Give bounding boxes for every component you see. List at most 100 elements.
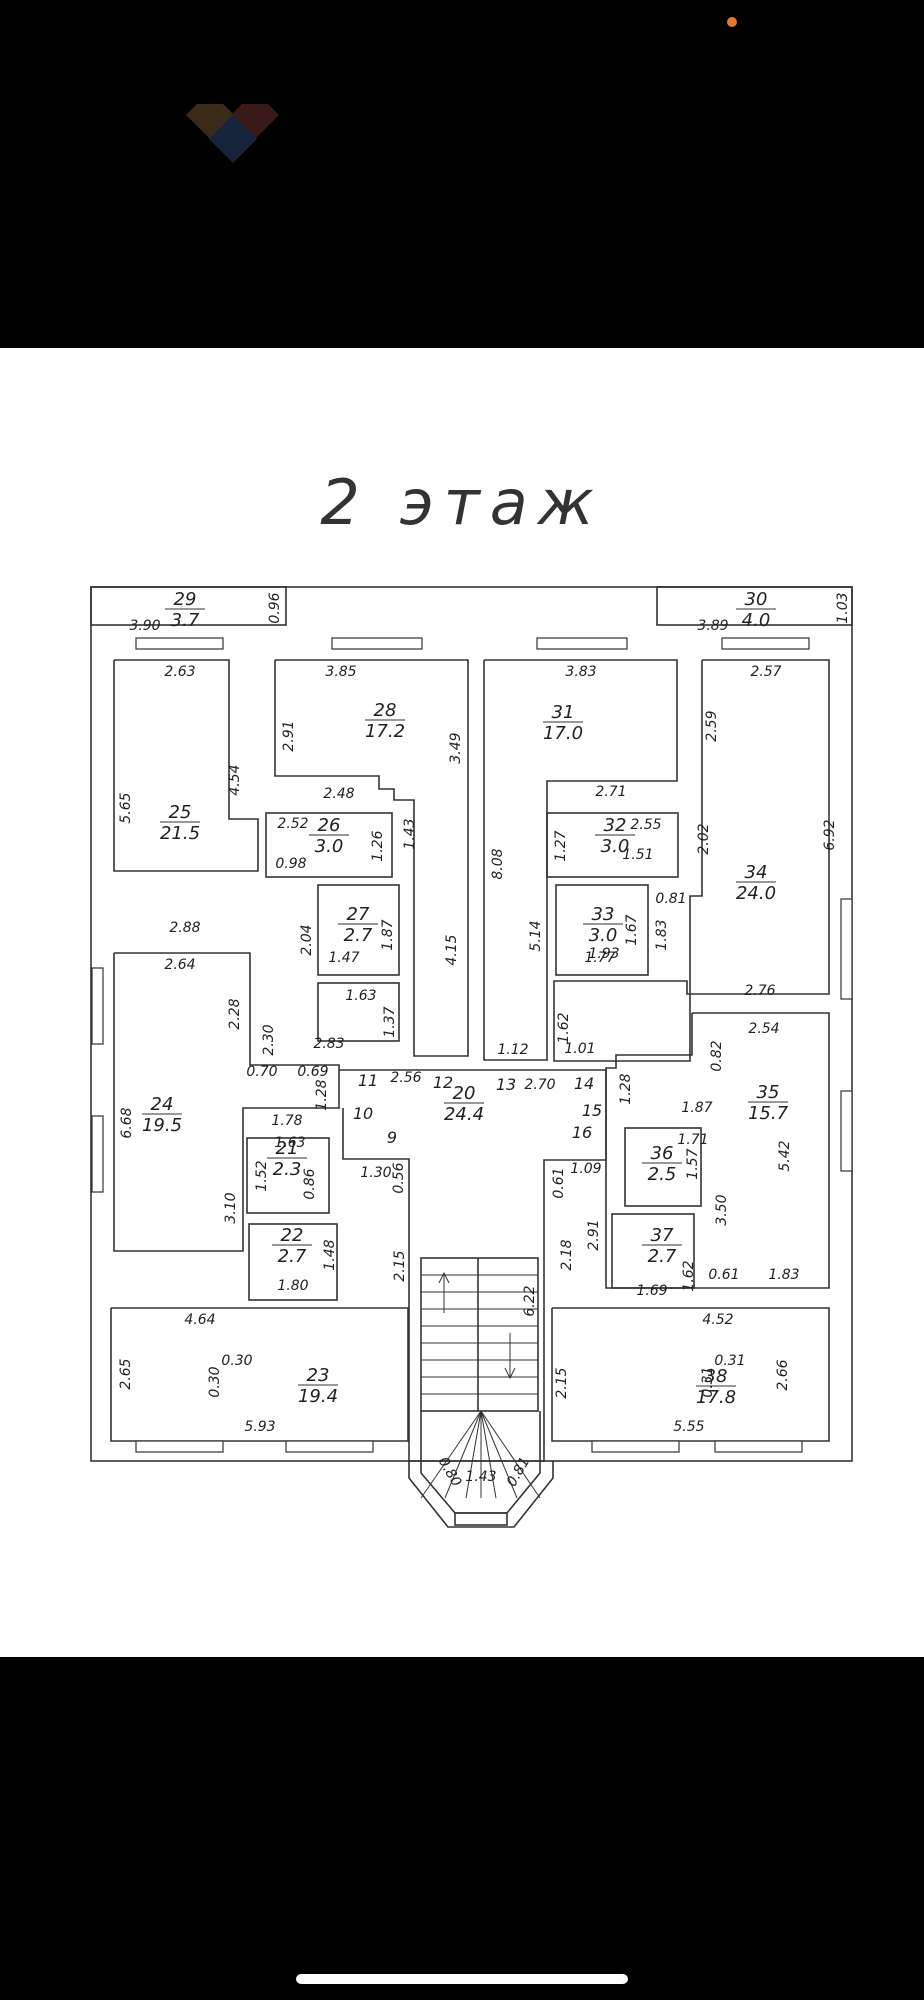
- dimension-label: 1.28: [314, 1079, 330, 1110]
- dimension-label: 1.27: [553, 830, 569, 861]
- dimension-label: 0.81: [504, 1455, 533, 1490]
- room-number: 20: [453, 1083, 476, 1104]
- dimension-label: 3.85: [325, 664, 356, 680]
- dimension-label: 1.93: [588, 946, 619, 962]
- space-number: 11: [358, 1071, 378, 1090]
- dimension-label: 2.28: [227, 998, 243, 1029]
- dimension-label: 1.52: [254, 1160, 270, 1191]
- space-number: 16: [572, 1123, 592, 1142]
- dimension-label: 1.62: [681, 1260, 697, 1291]
- dimension-label: 1.37: [382, 1006, 398, 1037]
- dimension-label: 4.54: [227, 764, 243, 795]
- dimension-label: 2.91: [281, 720, 297, 751]
- dimension-label: 1.67: [624, 914, 640, 945]
- room-21: 212.3: [267, 1138, 307, 1180]
- room-27: 272.7: [338, 904, 378, 946]
- dimension-label: 3.89: [697, 618, 728, 634]
- dimension-label: 1.30: [360, 1165, 391, 1181]
- dimension-label: 0.98: [275, 856, 306, 872]
- dimension-label: 2.52: [277, 816, 308, 832]
- dimension-label: 3.49: [448, 732, 464, 763]
- dimension-label: 1.51: [622, 847, 653, 863]
- room-area: 3.0: [589, 925, 618, 946]
- space-number: 14: [574, 1074, 594, 1093]
- stair-winder: [420, 1410, 482, 1499]
- room-area: 19.4: [298, 1386, 338, 1407]
- room-area: 21.5: [160, 823, 200, 844]
- dimension-label: 1.26: [370, 830, 386, 861]
- top-black-band: [0, 0, 924, 348]
- room-area: 15.7: [748, 1103, 789, 1124]
- dimension-label: 8.08: [490, 848, 506, 879]
- dimension-label: 2.66: [775, 1359, 791, 1390]
- dimension-label: 1.87: [380, 919, 396, 950]
- staircase-steps: [420, 1271, 541, 1499]
- dimension-label: 1.69: [636, 1283, 667, 1299]
- room-area: 19.5: [142, 1115, 182, 1136]
- space-number: 12: [433, 1073, 453, 1092]
- dimension-label: 1.63: [274, 1135, 305, 1151]
- dimension-label: 0.56: [391, 1162, 407, 1193]
- dimension-label: 2.18: [559, 1239, 575, 1270]
- room-area: 24.4: [444, 1104, 484, 1125]
- dimension-label: 2.63: [164, 664, 195, 680]
- dimension-label: 0.81: [655, 891, 686, 907]
- room-area: 2.7: [278, 1246, 307, 1267]
- dimension-label: 1.01: [564, 1041, 595, 1057]
- room-area: 3.0: [315, 836, 344, 857]
- room-number: 30: [745, 589, 768, 610]
- dimension-label: 1.43: [402, 818, 418, 849]
- camera-indicator-dot: [727, 17, 737, 27]
- room-number: 34: [745, 862, 768, 883]
- walls: [90, 586, 853, 1528]
- room-area: 17.0: [543, 723, 583, 744]
- dimension-label: 1.77: [584, 950, 615, 966]
- room-22: 222.7: [272, 1225, 312, 1267]
- dimension-label: 0.31: [700, 1366, 716, 1397]
- room-area: 2.7: [648, 1246, 677, 1267]
- space-number: 10: [353, 1104, 373, 1123]
- room-number: 26: [318, 815, 341, 836]
- dimension-label: 2.04: [299, 924, 315, 955]
- dimension-label: 3.50: [714, 1194, 730, 1225]
- room-number: 27: [347, 904, 370, 925]
- room-area: 4.0: [742, 610, 771, 631]
- space-number: 13: [496, 1075, 516, 1094]
- stair-winder: [480, 1410, 541, 1499]
- dimension-label: 1.12: [497, 1042, 528, 1058]
- room-33: 333.0: [583, 904, 623, 946]
- home-indicator-bar[interactable]: [296, 1974, 628, 1984]
- dimension-label: 0.86: [302, 1168, 318, 1199]
- dimension-label: 2.02: [696, 823, 712, 854]
- dimension-label: 0.30: [207, 1366, 223, 1397]
- dimension-label: 1.28: [618, 1073, 634, 1104]
- room-number: 25: [169, 802, 192, 823]
- floor-plan-drawing: 293.7304.02521.52817.23117.03424.0263.02…: [90, 586, 853, 1528]
- stair-winder: [480, 1410, 518, 1499]
- dimension-label: 1.48: [322, 1239, 338, 1270]
- stair-winder: [444, 1410, 482, 1499]
- dimension-label: 0.96: [267, 592, 283, 623]
- dimension-label: 2.88: [169, 920, 200, 936]
- dimension-label: 4.15: [444, 934, 460, 965]
- dimension-label: 2.59: [704, 710, 720, 741]
- dimension-label: 1.57: [685, 1148, 701, 1179]
- dimension-label: 6.22: [522, 1285, 538, 1316]
- bottom-black-band: [0, 1657, 924, 2000]
- dimension-label: 5.14: [528, 920, 544, 951]
- room-37: 372.7: [642, 1225, 682, 1267]
- room-32: 323.0: [595, 815, 635, 857]
- stair-winder: [480, 1410, 497, 1499]
- dimension-label: 2.15: [554, 1367, 570, 1398]
- room-number: 28: [374, 700, 397, 721]
- room-30: 304.0: [736, 589, 776, 631]
- dimension-label: 1.47: [328, 950, 359, 966]
- dimension-label: 2.57: [750, 664, 781, 680]
- dimension-label: 2.71: [595, 784, 626, 800]
- dimension-label: 0.61: [708, 1267, 739, 1283]
- space-number: 15: [582, 1101, 602, 1120]
